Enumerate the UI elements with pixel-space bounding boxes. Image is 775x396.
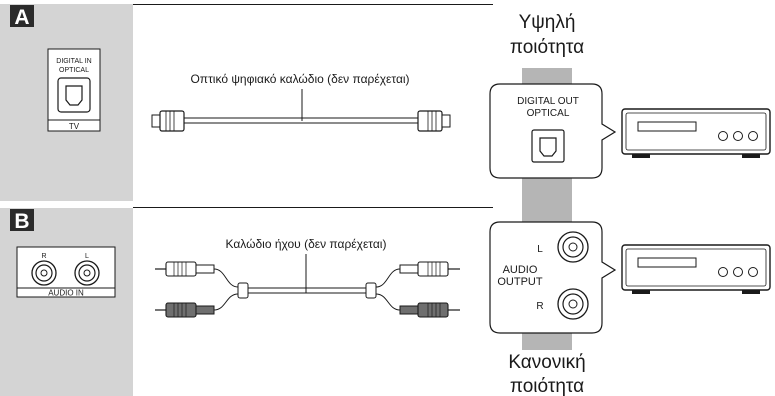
audio-cable [155,261,460,318]
badge-a: A [14,6,29,29]
optical-plug-icon [417,110,451,132]
badge-a-bg [10,5,34,27]
rca-jack-icon [31,260,57,286]
receiver-icon [621,244,771,294]
tv-port-label-line1: DIGITAL IN [56,58,91,65]
badge-b-bg [10,209,34,231]
optical-port-icon [531,129,565,163]
rca-jack-icon [557,288,589,320]
ports-caption: AUDIO IN [48,289,84,298]
audio-output-line2: OUTPUT [497,276,543,288]
jack-r-label: R [536,301,543,312]
badge-b: B [14,210,29,233]
tv-port-label-line2: OPTICAL [59,67,89,74]
port-l-label: L [85,253,89,260]
audio-cable-label: Καλώδιο ήχου (δεν παρέχεται) [226,237,387,251]
rca-plug-icon [399,261,460,277]
rca-plug-icon [155,302,215,318]
rca-plug-icon [155,261,215,277]
tv-audio-input: R L AUDIO IN [16,246,116,298]
tv-port-caption: TV [69,122,80,131]
optical-plug-icon [151,110,185,132]
tv-optical-input: DIGITAL IN OPTICAL TV [47,48,101,132]
jack-l-label: L [537,244,543,255]
top-quality-line2: ποιότητα [510,37,584,58]
bottom-quality-line2: ποιότητα [510,376,584,396]
port-r-label: R [41,253,46,260]
bottom-quality-line1: Κανονική [508,352,585,373]
section-b-left-panel [0,208,133,396]
player-digital-out: DIGITAL OUT OPTICAL [489,83,617,179]
rca-jack-icon [74,260,100,286]
optical-cable-label: Οπτικό ψηφιακό καλώδιο (δεν παρέχεται) [190,72,409,86]
top-quality-line1: Υψηλή [519,12,576,33]
digital-out-line2: OPTICAL [527,108,570,119]
optical-port-icon [57,77,91,113]
audio-output-line1: AUDIO [503,264,538,276]
rca-plug-icon [399,302,460,318]
player-audio-output: AUDIO OUTPUT L R [489,221,617,334]
optical-cable [151,110,451,132]
rca-jack-icon [557,231,589,263]
digital-out-line1: DIGITAL OUT [517,96,579,107]
receiver-icon [621,108,771,158]
